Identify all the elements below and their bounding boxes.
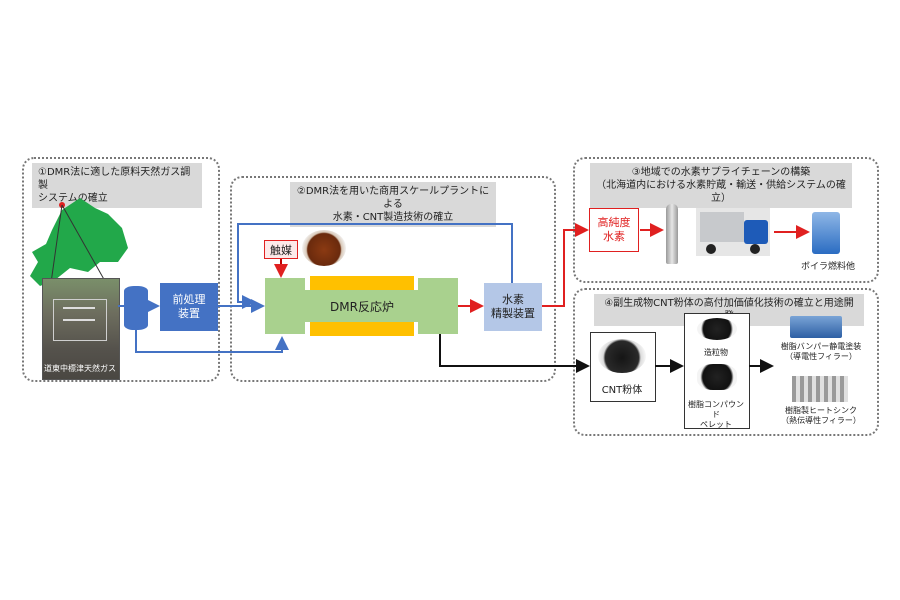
reactor-right-block [418,278,458,334]
reactor-body: DMR反応炉 [302,290,422,322]
cnt-label: CNT粉体 [601,385,643,396]
panel-2-title: ②DMR法を用いた商用スケールプラントによる 水素・CNT製造技術の確立 [290,182,496,227]
boiler-icon [812,212,840,254]
pretreatment-box: 前処理 装置 [160,283,218,331]
cnt-powder-box: CNT粉体 [590,332,656,402]
photo-caption: 道東中標津天然ガス [44,364,116,373]
boiler-label: ボイラ燃料他 [800,262,855,272]
panel-3-title: ③地域での水素サプライチェーンの構築 （北海道内における水素貯蔵・輸送・供給シス… [590,163,852,208]
panel-1 [22,157,220,382]
hydrogen-box: 高純度 水素 [589,208,639,252]
reactor-heater-bottom [310,322,414,336]
catalyst-powder-icon [302,230,346,266]
reactor-left-block [265,278,305,334]
catalyst-box: 触媒 [264,240,298,259]
purifier-box: 水素 精製装置 [484,283,542,331]
gas-tank-icon [124,286,148,330]
gas-field-photo [42,278,120,380]
bumper-painting-icon [790,316,842,338]
panel-1-title: ①DMR法に適した原料天然ガス調製 システムの確立 [32,163,202,208]
panel-3 [573,157,879,283]
use1-label: 樹脂バンパー静電塗装 （導電性フィラー） [780,342,862,361]
gas-cylinder-icon [666,204,678,264]
heatsink-icon [792,376,848,402]
pellet-label: 樹脂コンパウンド ペレット [688,400,744,429]
reactor-heater-top [310,276,414,290]
use2-label: 樹脂製ヒートシンク （熱伝導性フィラー） [781,406,861,425]
truck-photo [696,208,770,256]
granule-pellet-box: 造粒物 樹脂コンパウンド ペレット [684,313,750,429]
granule-label: 造粒物 [704,348,728,357]
